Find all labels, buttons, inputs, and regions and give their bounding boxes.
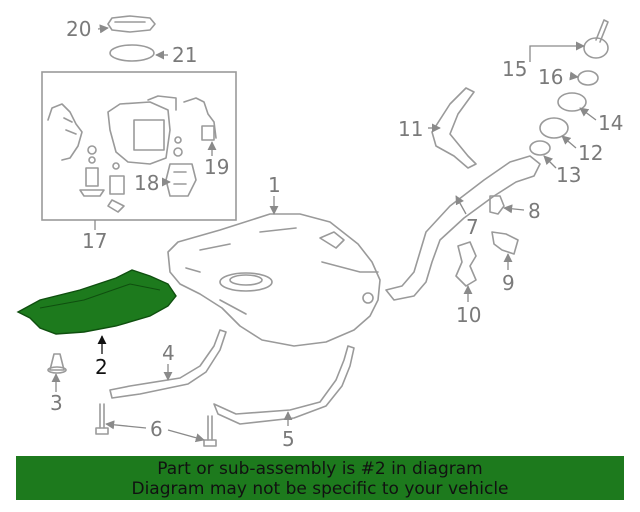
callout-10: 10 (456, 303, 481, 327)
callout-21: 21 (172, 43, 197, 67)
part-17-assembly-box (41, 71, 237, 221)
leader-12 (561, 135, 577, 149)
leader-16 (569, 71, 579, 81)
part-20-retainer (107, 15, 156, 33)
part-6-bolts (95, 403, 217, 447)
callout-18: 18 (134, 171, 159, 195)
banner-line-1: Part or sub-assembly is #2 in diagram (157, 459, 483, 479)
callout-15: 15 (502, 57, 527, 81)
part-3-clip (47, 353, 67, 374)
part-13-gasket (529, 140, 551, 156)
callout-14: 14 (598, 111, 623, 135)
callout-4: 4 (162, 341, 175, 365)
callout-17: 17 (82, 229, 107, 253)
leader-20 (97, 24, 109, 34)
leader-13 (543, 155, 557, 169)
info-banner: Part or sub-assembly is #2 in diagram Di… (16, 456, 624, 500)
part-15-fuel-cap (583, 19, 609, 59)
banner-line-2: Diagram may not be specific to your vehi… (131, 479, 509, 499)
leader-6b (167, 429, 205, 443)
callout-9: 9 (502, 271, 515, 295)
callout-11: 11 (398, 117, 423, 141)
callout-8: 8 (528, 199, 541, 223)
callout-12: 12 (578, 141, 603, 165)
part-10-valve (455, 241, 477, 287)
part-14-gasket (557, 92, 587, 112)
callout-5: 5 (282, 427, 295, 451)
leader-8 (503, 204, 525, 214)
part-5-tank-band (213, 345, 355, 425)
part-9-bracket (491, 231, 519, 255)
part-2-highlight-edge (39, 283, 161, 309)
leader-6a (105, 420, 147, 430)
part-17-fuel-pump-components (47, 95, 217, 213)
leader-15 (529, 41, 585, 62)
part-8-bracket (489, 195, 505, 215)
callout-13: 13 (556, 163, 581, 187)
leader-7 (455, 195, 467, 215)
leader-14 (579, 107, 597, 121)
callout-7: 7 (466, 215, 479, 239)
part-4-tank-band (109, 329, 227, 399)
part-2-highlighted-protector (16, 269, 177, 335)
callout-6: 6 (150, 417, 163, 441)
part-1-tank-details (185, 227, 379, 315)
callout-19: 19 (204, 155, 229, 179)
part-12-ring (539, 117, 569, 139)
callout-20: 20 (66, 17, 91, 41)
part-7-filler-pipe (385, 155, 541, 301)
part-16-gasket (577, 70, 599, 86)
callout-3: 3 (50, 391, 63, 415)
callout-16: 16 (538, 65, 563, 89)
part-1-fuel-tank (167, 213, 381, 347)
part-21-gasket (109, 44, 155, 62)
callout-1: 1 (268, 173, 281, 197)
callout-2[interactable]: 2 (95, 355, 108, 379)
part-11-breather-pipe (431, 87, 477, 169)
